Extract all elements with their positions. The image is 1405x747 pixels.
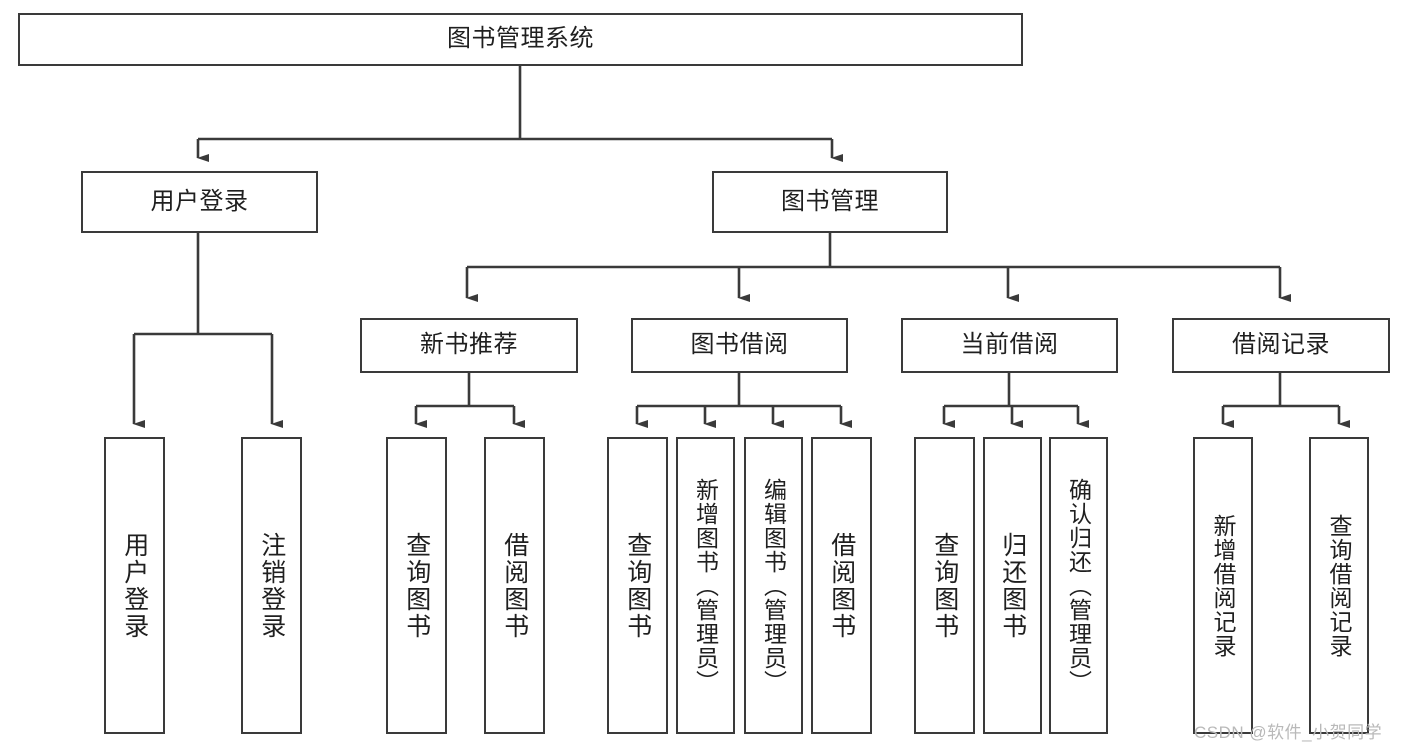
node-leaf-user-logout-label: 注销登录: [257, 531, 286, 640]
node-leaf-query-book-1-label: 查询图书: [402, 531, 431, 640]
node-current-borrow-label: 当前借阅: [960, 331, 1059, 359]
node-leaf-borrow-book-1[interactable]: 借阅图书: [484, 437, 545, 734]
node-leaf-query-book-2-label: 查询图书: [623, 531, 652, 640]
node-leaf-user-logout[interactable]: 注销登录: [241, 437, 302, 734]
node-leaf-add-book[interactable]: 新增图书（管理员）: [676, 437, 735, 734]
node-leaf-return-book-label: 归还图书: [998, 531, 1027, 640]
node-leaf-add-record-label: 新增借阅记录: [1210, 513, 1237, 658]
node-leaf-query-book-1[interactable]: 查询图书: [386, 437, 447, 734]
csdn-watermark: CSDN @软件_小贺同学: [1194, 723, 1383, 742]
node-leaf-query-book-3[interactable]: 查询图书: [914, 437, 975, 734]
node-new-book-recommend[interactable]: 新书推荐: [360, 318, 578, 373]
node-leaf-borrow-book-2-label: 借阅图书: [827, 531, 856, 640]
node-user-login[interactable]: 用户登录: [81, 171, 318, 233]
node-leaf-borrow-book-1-label: 借阅图书: [500, 531, 529, 640]
node-leaf-edit-book-label: 编辑图书（管理员）: [760, 477, 787, 694]
node-borrow-record-label: 借阅记录: [1232, 331, 1330, 359]
node-leaf-confirm-return-label: 确认归还（管理员）: [1065, 477, 1092, 694]
node-leaf-confirm-return[interactable]: 确认归还（管理员）: [1049, 437, 1108, 734]
node-book-management-label: 图书管理: [781, 187, 879, 215]
node-current-borrow[interactable]: 当前借阅: [901, 318, 1118, 373]
node-leaf-user-login-label: 用户登录: [120, 531, 149, 640]
node-leaf-borrow-book-2[interactable]: 借阅图书: [811, 437, 872, 734]
node-root-label: 图书管理系统: [447, 25, 594, 53]
node-leaf-user-login[interactable]: 用户登录: [104, 437, 165, 734]
node-leaf-return-book[interactable]: 归还图书: [983, 437, 1042, 734]
node-root[interactable]: 图书管理系统: [18, 13, 1023, 66]
node-user-login-label: 用户登录: [150, 187, 249, 215]
node-borrow-record[interactable]: 借阅记录: [1172, 318, 1390, 373]
node-leaf-query-book-2[interactable]: 查询图书: [607, 437, 668, 734]
node-leaf-edit-book[interactable]: 编辑图书（管理员）: [744, 437, 803, 734]
node-leaf-query-book-3-label: 查询图书: [930, 531, 959, 640]
node-leaf-add-record[interactable]: 新增借阅记录: [1193, 437, 1253, 734]
node-book-management[interactable]: 图书管理: [712, 171, 948, 233]
node-book-borrow-label: 图书借阅: [690, 331, 789, 359]
node-new-book-recommend-label: 新书推荐: [420, 331, 518, 359]
node-leaf-query-record-label: 查询借阅记录: [1326, 513, 1353, 658]
node-book-borrow[interactable]: 图书借阅: [631, 318, 848, 373]
node-leaf-query-record[interactable]: 查询借阅记录: [1309, 437, 1369, 734]
node-leaf-add-book-label: 新增图书（管理员）: [692, 477, 719, 694]
